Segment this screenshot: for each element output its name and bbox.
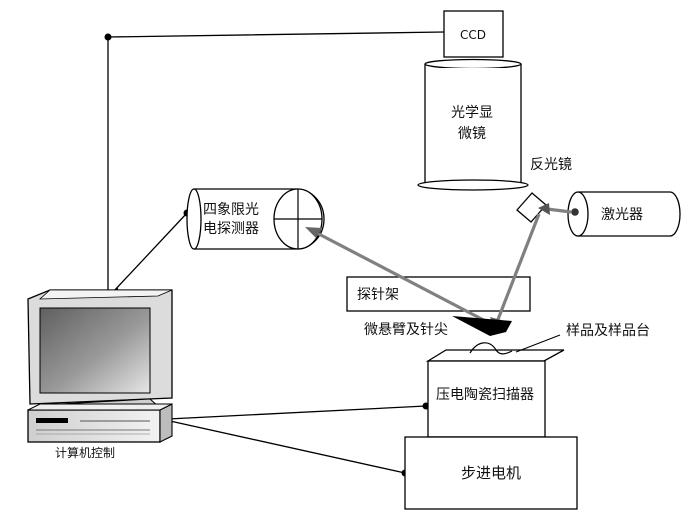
probe-holder: 探针架 [346, 276, 531, 312]
wire-computer-to-piezo [167, 405, 427, 420]
quadrant-photodetector: 四象限光 电探测器 [186, 188, 325, 250]
wire-computer-to-motor [169, 420, 406, 474]
computer-label: 计算机控制 [55, 445, 115, 460]
cantilever-tip: 微悬臂及针尖 [364, 316, 512, 338]
piezo-scanner-label: 压电陶瓷扫描器 [436, 387, 534, 403]
mirror-label: 反光镜 [530, 157, 572, 173]
laser-label: 激光器 [601, 206, 643, 223]
microscope-label-line2: 微镜 [458, 126, 486, 142]
detector-label-line1: 四象限光 [203, 202, 259, 218]
cantilever-label: 微悬臂及针尖 [364, 322, 448, 338]
stepper-motor-label: 步进电机 [461, 464, 521, 482]
piezo-scanner: 压电陶瓷扫描器 [427, 360, 546, 438]
probe-holder-label: 探针架 [357, 287, 399, 303]
stepper-motor: 步进电机 [404, 436, 578, 510]
wire-ccd-to-computer [107, 31, 445, 291]
ccd-label: CCD [460, 28, 486, 42]
detector-label-line2: 电探测器 [203, 221, 259, 237]
optical-microscope: 光学显 微镜 [417, 58, 529, 191]
desktop-computer-icon: 计算机控制 [27, 289, 173, 460]
sample-stage: 样品及样品台 [425, 323, 650, 362]
laser-beam [305, 203, 579, 332]
laser: 激光器 [567, 191, 681, 237]
sample-label: 样品及样品台 [566, 323, 650, 339]
wire-dot-ccd [104, 33, 112, 41]
microscope-label-line1: 光学显 [451, 105, 493, 121]
wire-detector-to-computer [112, 212, 188, 293]
ccd-camera: CCD [443, 10, 504, 58]
